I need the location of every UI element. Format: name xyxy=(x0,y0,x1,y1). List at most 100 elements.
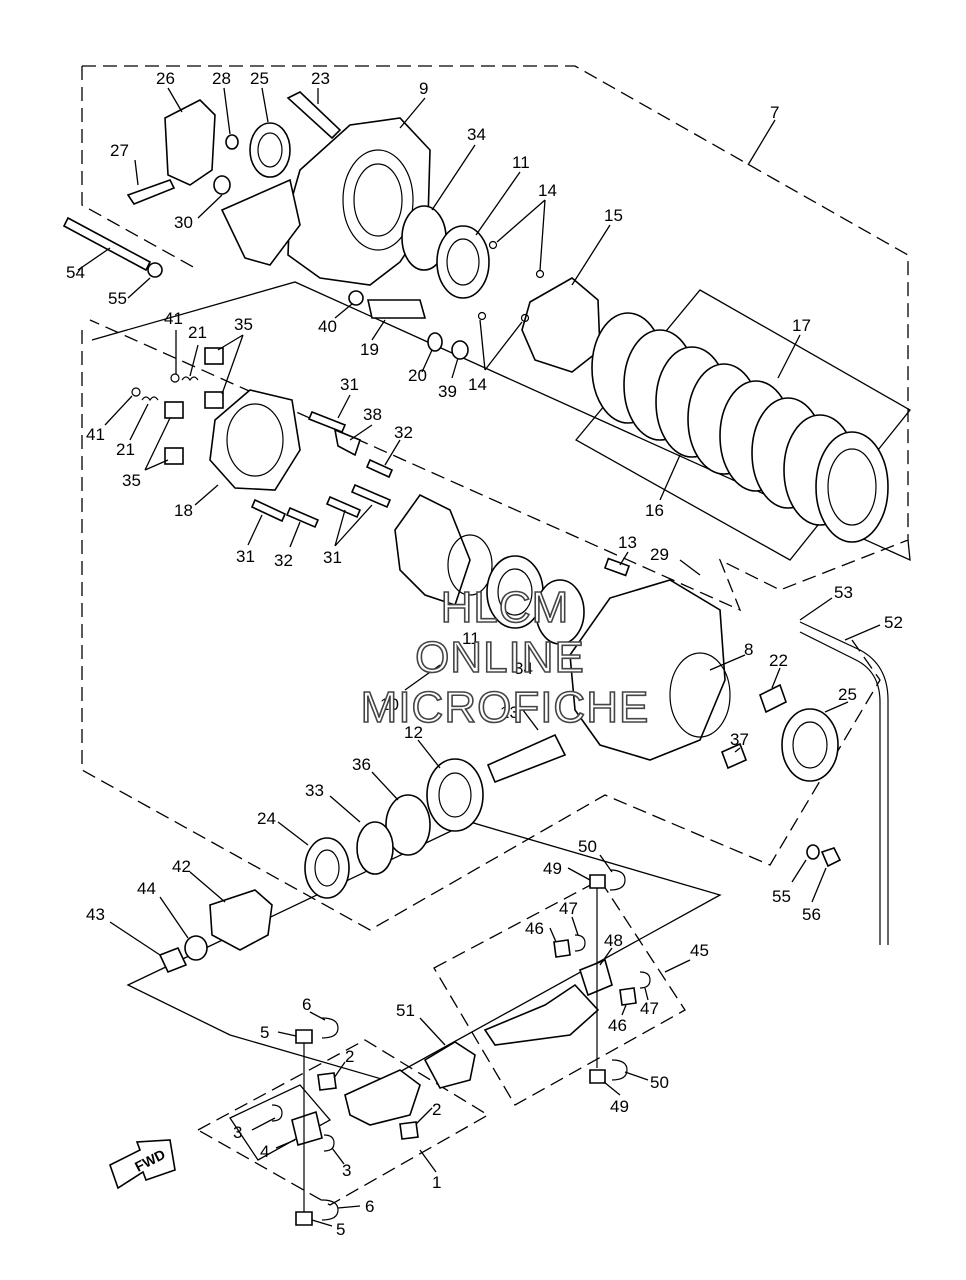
shim-c xyxy=(477,311,487,321)
pinion-13 xyxy=(486,733,567,784)
bolt-37 xyxy=(720,742,748,770)
callout-11b: 11 xyxy=(462,629,480,648)
leader-13b xyxy=(519,705,539,731)
housing-8-bore xyxy=(669,652,731,738)
callout-22: 22 xyxy=(769,651,788,670)
washer-55-upper xyxy=(147,262,163,278)
bearing-12 xyxy=(426,758,484,832)
outline-group-1 xyxy=(196,1039,490,1206)
upper-housing-parts xyxy=(62,91,601,373)
shaft-group-45-parts xyxy=(483,869,651,1084)
callout-4: 4 xyxy=(260,1142,269,1161)
leader-39 xyxy=(451,357,459,379)
washer-44 xyxy=(184,935,208,961)
leader-53 xyxy=(799,597,833,621)
leader-3a xyxy=(251,1117,276,1131)
leader-34a xyxy=(431,144,476,211)
callout-21b: 21 xyxy=(116,440,135,459)
gasket-18-bore xyxy=(226,403,284,477)
leader-47b xyxy=(644,987,649,1001)
leader-2b xyxy=(415,1107,433,1125)
differential-parts xyxy=(304,493,889,945)
callout-23: 23 xyxy=(311,69,330,88)
leader-18 xyxy=(194,484,219,506)
callout-46: 46 xyxy=(525,919,544,938)
plate-8 xyxy=(815,431,889,543)
collar xyxy=(225,134,239,150)
breather-52-edge xyxy=(799,631,881,945)
callout-8: 8 xyxy=(744,640,753,659)
leader-26 xyxy=(167,87,183,113)
washer-55-lower xyxy=(806,844,820,860)
circlip-50a xyxy=(609,869,626,891)
circlip-6b xyxy=(321,1199,339,1221)
callout-17: 17 xyxy=(792,316,811,335)
bolt-31b xyxy=(325,495,362,519)
callout-25b: 25 xyxy=(838,685,857,704)
bearing-cup-46a xyxy=(553,939,571,958)
callout-43: 43 xyxy=(86,905,105,924)
bearing-11-lower-inner xyxy=(497,568,533,616)
leader-6b xyxy=(337,1205,361,1209)
oil-seal-upper xyxy=(249,122,291,178)
leader-8 xyxy=(709,654,746,671)
dowel-35b xyxy=(204,391,224,409)
leader-46b xyxy=(621,1004,627,1016)
shift-shaft-19 xyxy=(367,299,427,319)
bolt-22 xyxy=(759,683,787,714)
leader-43 xyxy=(109,921,161,956)
leader-19 xyxy=(371,319,386,341)
circlip-47a xyxy=(574,934,586,952)
leader-45 xyxy=(664,959,691,973)
callout-20: 20 xyxy=(408,366,427,385)
gasket-15 xyxy=(521,277,601,373)
leader-44 xyxy=(159,896,189,939)
callout-32b: 32 xyxy=(274,551,293,570)
watermark-line-2: ONLINE xyxy=(415,633,585,682)
leader-36 xyxy=(371,771,399,801)
gasket-18 xyxy=(209,389,301,491)
callout-55b: 55 xyxy=(772,887,791,906)
callout-56: 56 xyxy=(802,905,821,924)
callout-21: 21 xyxy=(188,323,207,342)
callout-26: 26 xyxy=(156,69,175,88)
leader-29 xyxy=(679,559,701,576)
boot-51 xyxy=(423,1041,476,1089)
leader-14b xyxy=(479,319,523,371)
leader-21a xyxy=(189,344,199,377)
leader-28 xyxy=(223,87,231,135)
leader-31c xyxy=(334,504,373,547)
bolt-31d xyxy=(250,498,287,523)
callout-50b: 50 xyxy=(650,1073,669,1092)
leader-10 xyxy=(404,664,441,691)
leader-25a xyxy=(261,87,269,123)
leader-37 xyxy=(734,747,741,753)
callout-1: 1 xyxy=(432,1173,441,1192)
bearing-cup-2a xyxy=(317,1072,337,1091)
leader-54 xyxy=(77,247,111,271)
fwd-arrow: FWD xyxy=(109,1139,176,1190)
leader-24 xyxy=(277,821,309,846)
yoke-joint xyxy=(344,1069,421,1126)
callout-34: 34 xyxy=(467,125,486,144)
callout-46b: 46 xyxy=(608,1016,627,1035)
leader-30 xyxy=(197,194,223,219)
yoke-42 xyxy=(209,889,273,951)
spring-20 xyxy=(427,332,443,352)
leader-5b xyxy=(311,1219,333,1227)
washer-30 xyxy=(213,175,231,195)
leader-4 xyxy=(275,1139,296,1149)
callout-51: 51 xyxy=(396,1001,415,1020)
ring-gear-hub xyxy=(447,534,493,596)
callout-numbers: 26 28 25 23 9 7 27 34 11 14 30 15 54 55 … xyxy=(66,69,903,1239)
leader-50a xyxy=(599,854,613,873)
stopper-38 xyxy=(333,428,361,457)
callout-48: 48 xyxy=(604,931,623,950)
callout-14: 14 xyxy=(538,181,557,200)
bolt-32a xyxy=(365,458,394,479)
callout-7: 7 xyxy=(770,103,779,122)
callout-41b: 41 xyxy=(86,425,105,444)
bearing-11-upper-inner xyxy=(446,238,480,286)
callout-40: 40 xyxy=(318,317,337,336)
